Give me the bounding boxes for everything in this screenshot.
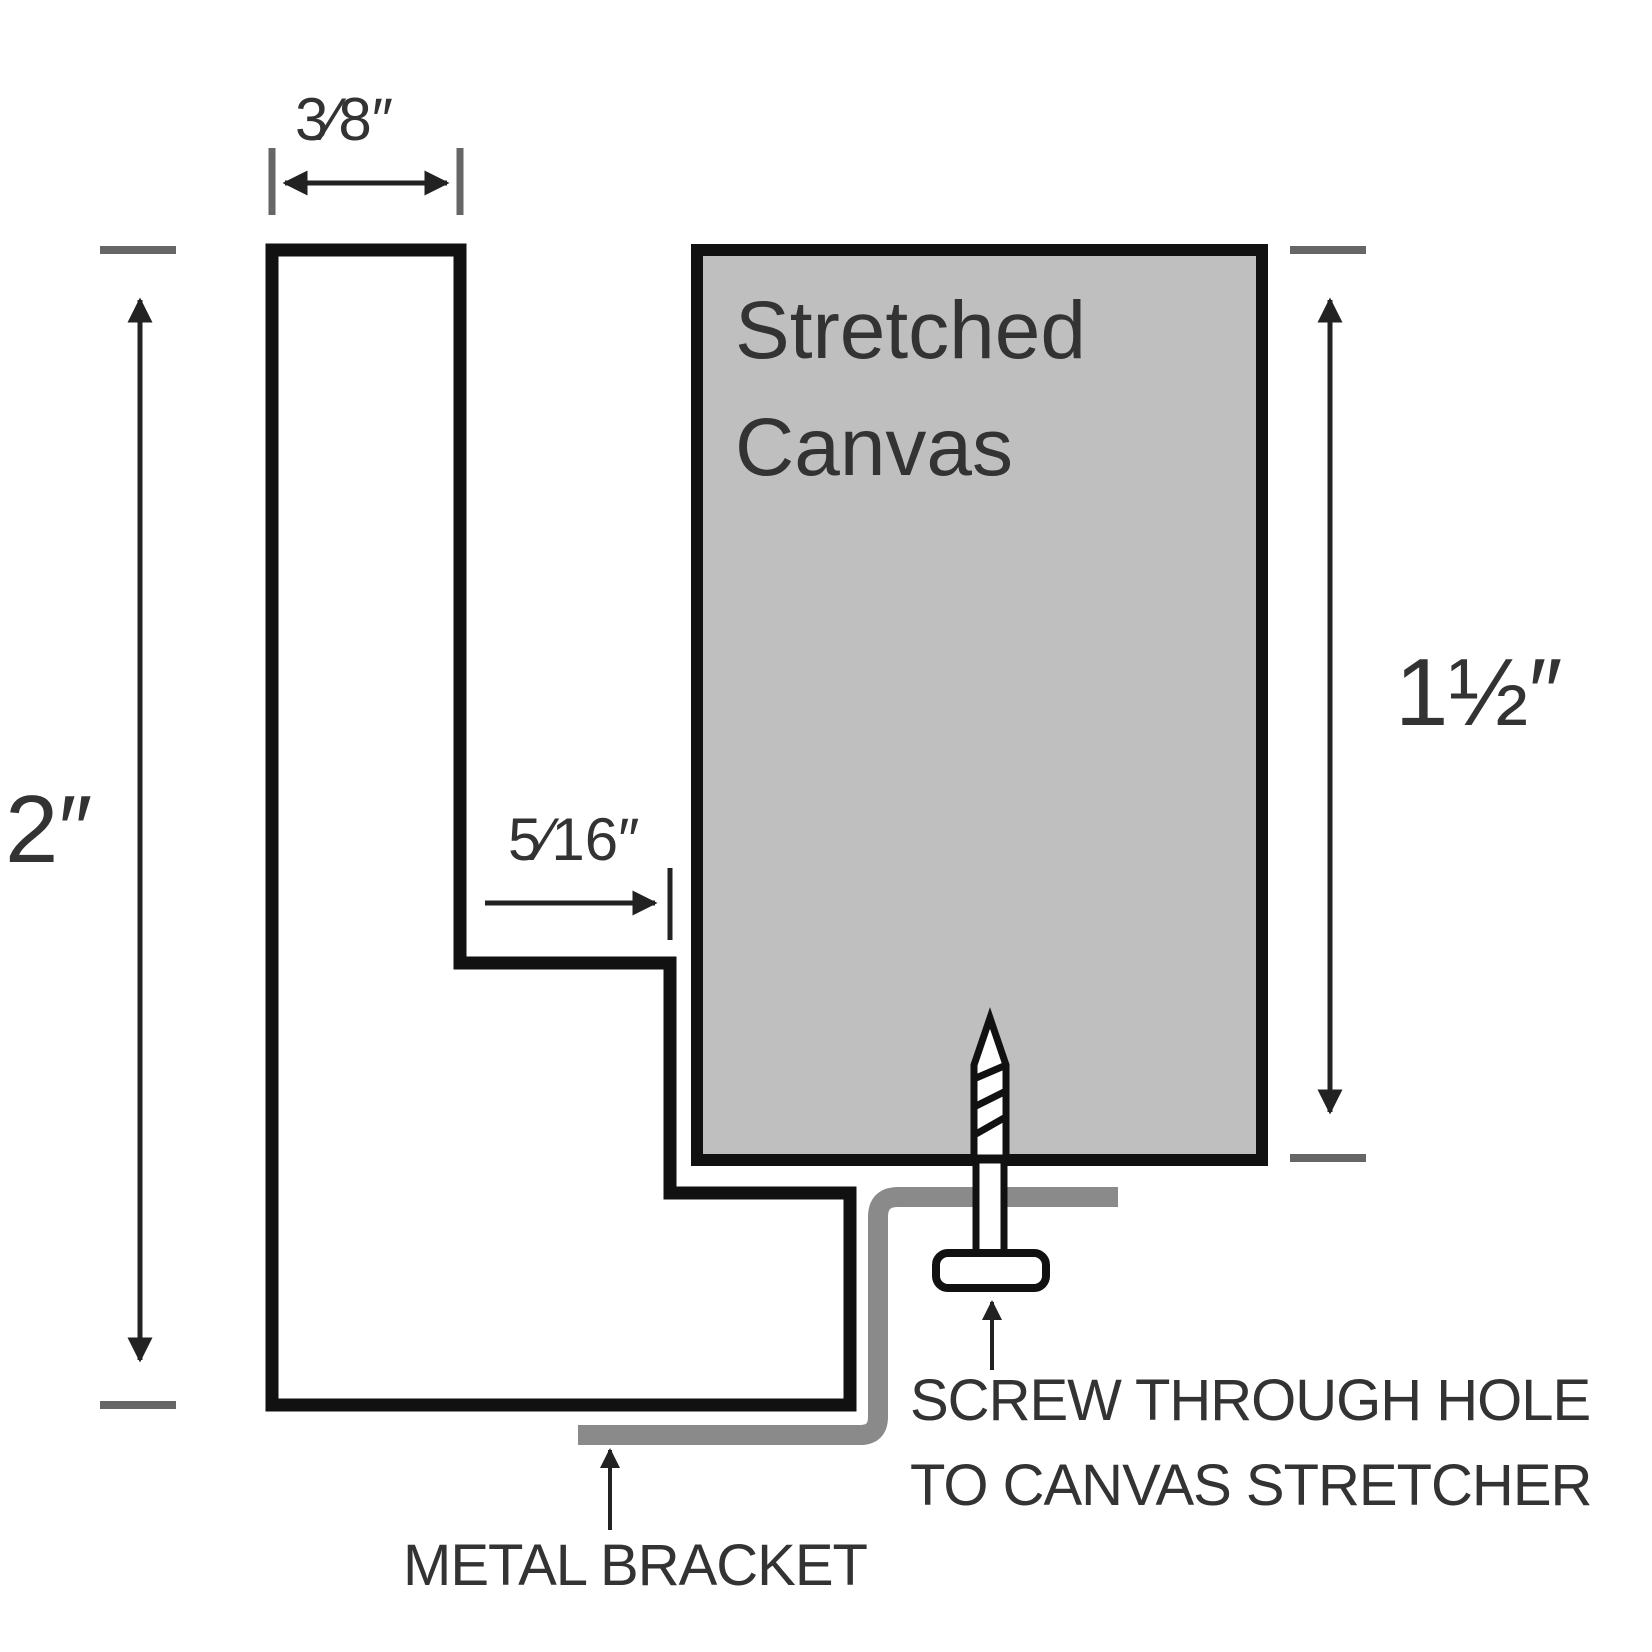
face-width-dimension [268,148,464,215]
frame-depth-dimension [100,246,176,1409]
face-width-label: 3⁄8″ [295,86,393,153]
rabbet-width-label: 5⁄16″ [508,806,639,873]
metal-bracket [578,1187,1118,1445]
stretched-canvas [691,244,1268,1166]
canvas-depth-dimension [1290,246,1366,1162]
screw-label-line2: TO CANVAS STRETCHER [910,1453,1591,1518]
rabbet-width-dimension [485,868,673,940]
screw-label-line1: SCREW THROUGH HOLE [910,1368,1590,1433]
frame-profile [265,243,857,1412]
bracket-label: METAL BRACKET [403,1533,868,1598]
canvas-label-line2: Canvas [735,402,1013,493]
canvas-depth-label: 1½″ [1395,639,1562,746]
frame-depth-label: 2″ [5,776,92,883]
screw-icon [932,1007,1050,1292]
canvas-label-line1: Stretched [735,285,1086,376]
